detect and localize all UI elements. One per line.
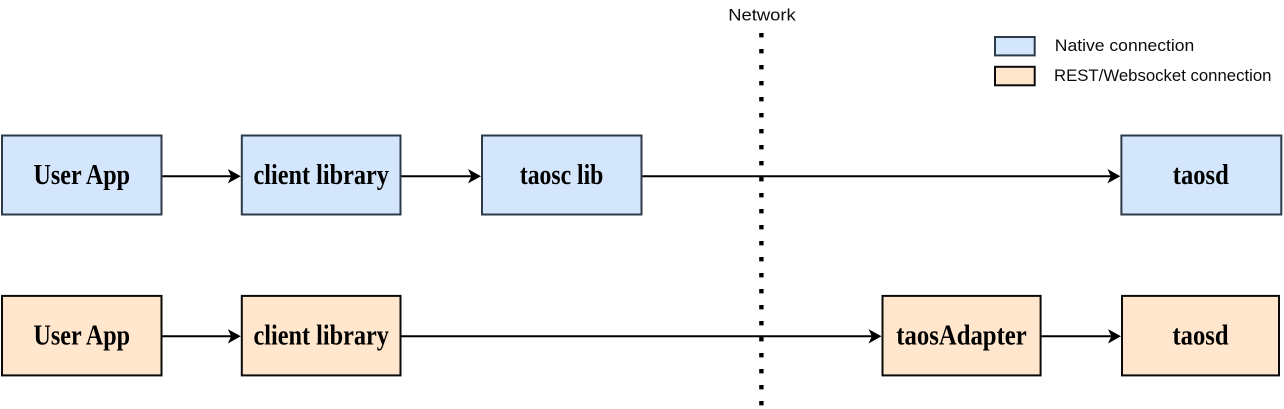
svg-text:taosd: taosd <box>1173 320 1229 351</box>
svg-text:User App: User App <box>34 160 131 191</box>
svg-text:User App: User App <box>34 320 131 351</box>
svg-text:taosAdapter: taosAdapter <box>896 320 1027 351</box>
svg-text:Native connection: Native connection <box>1055 36 1195 55</box>
svg-text:taosc lib: taosc lib <box>520 160 604 191</box>
svg-text:Network: Network <box>728 6 796 25</box>
svg-text:REST/Websocket connection: REST/Websocket connection <box>1054 66 1272 85</box>
svg-text:client library: client library <box>253 320 389 351</box>
svg-text:taosd: taosd <box>1173 160 1229 191</box>
svg-text:client library: client library <box>253 160 389 191</box>
